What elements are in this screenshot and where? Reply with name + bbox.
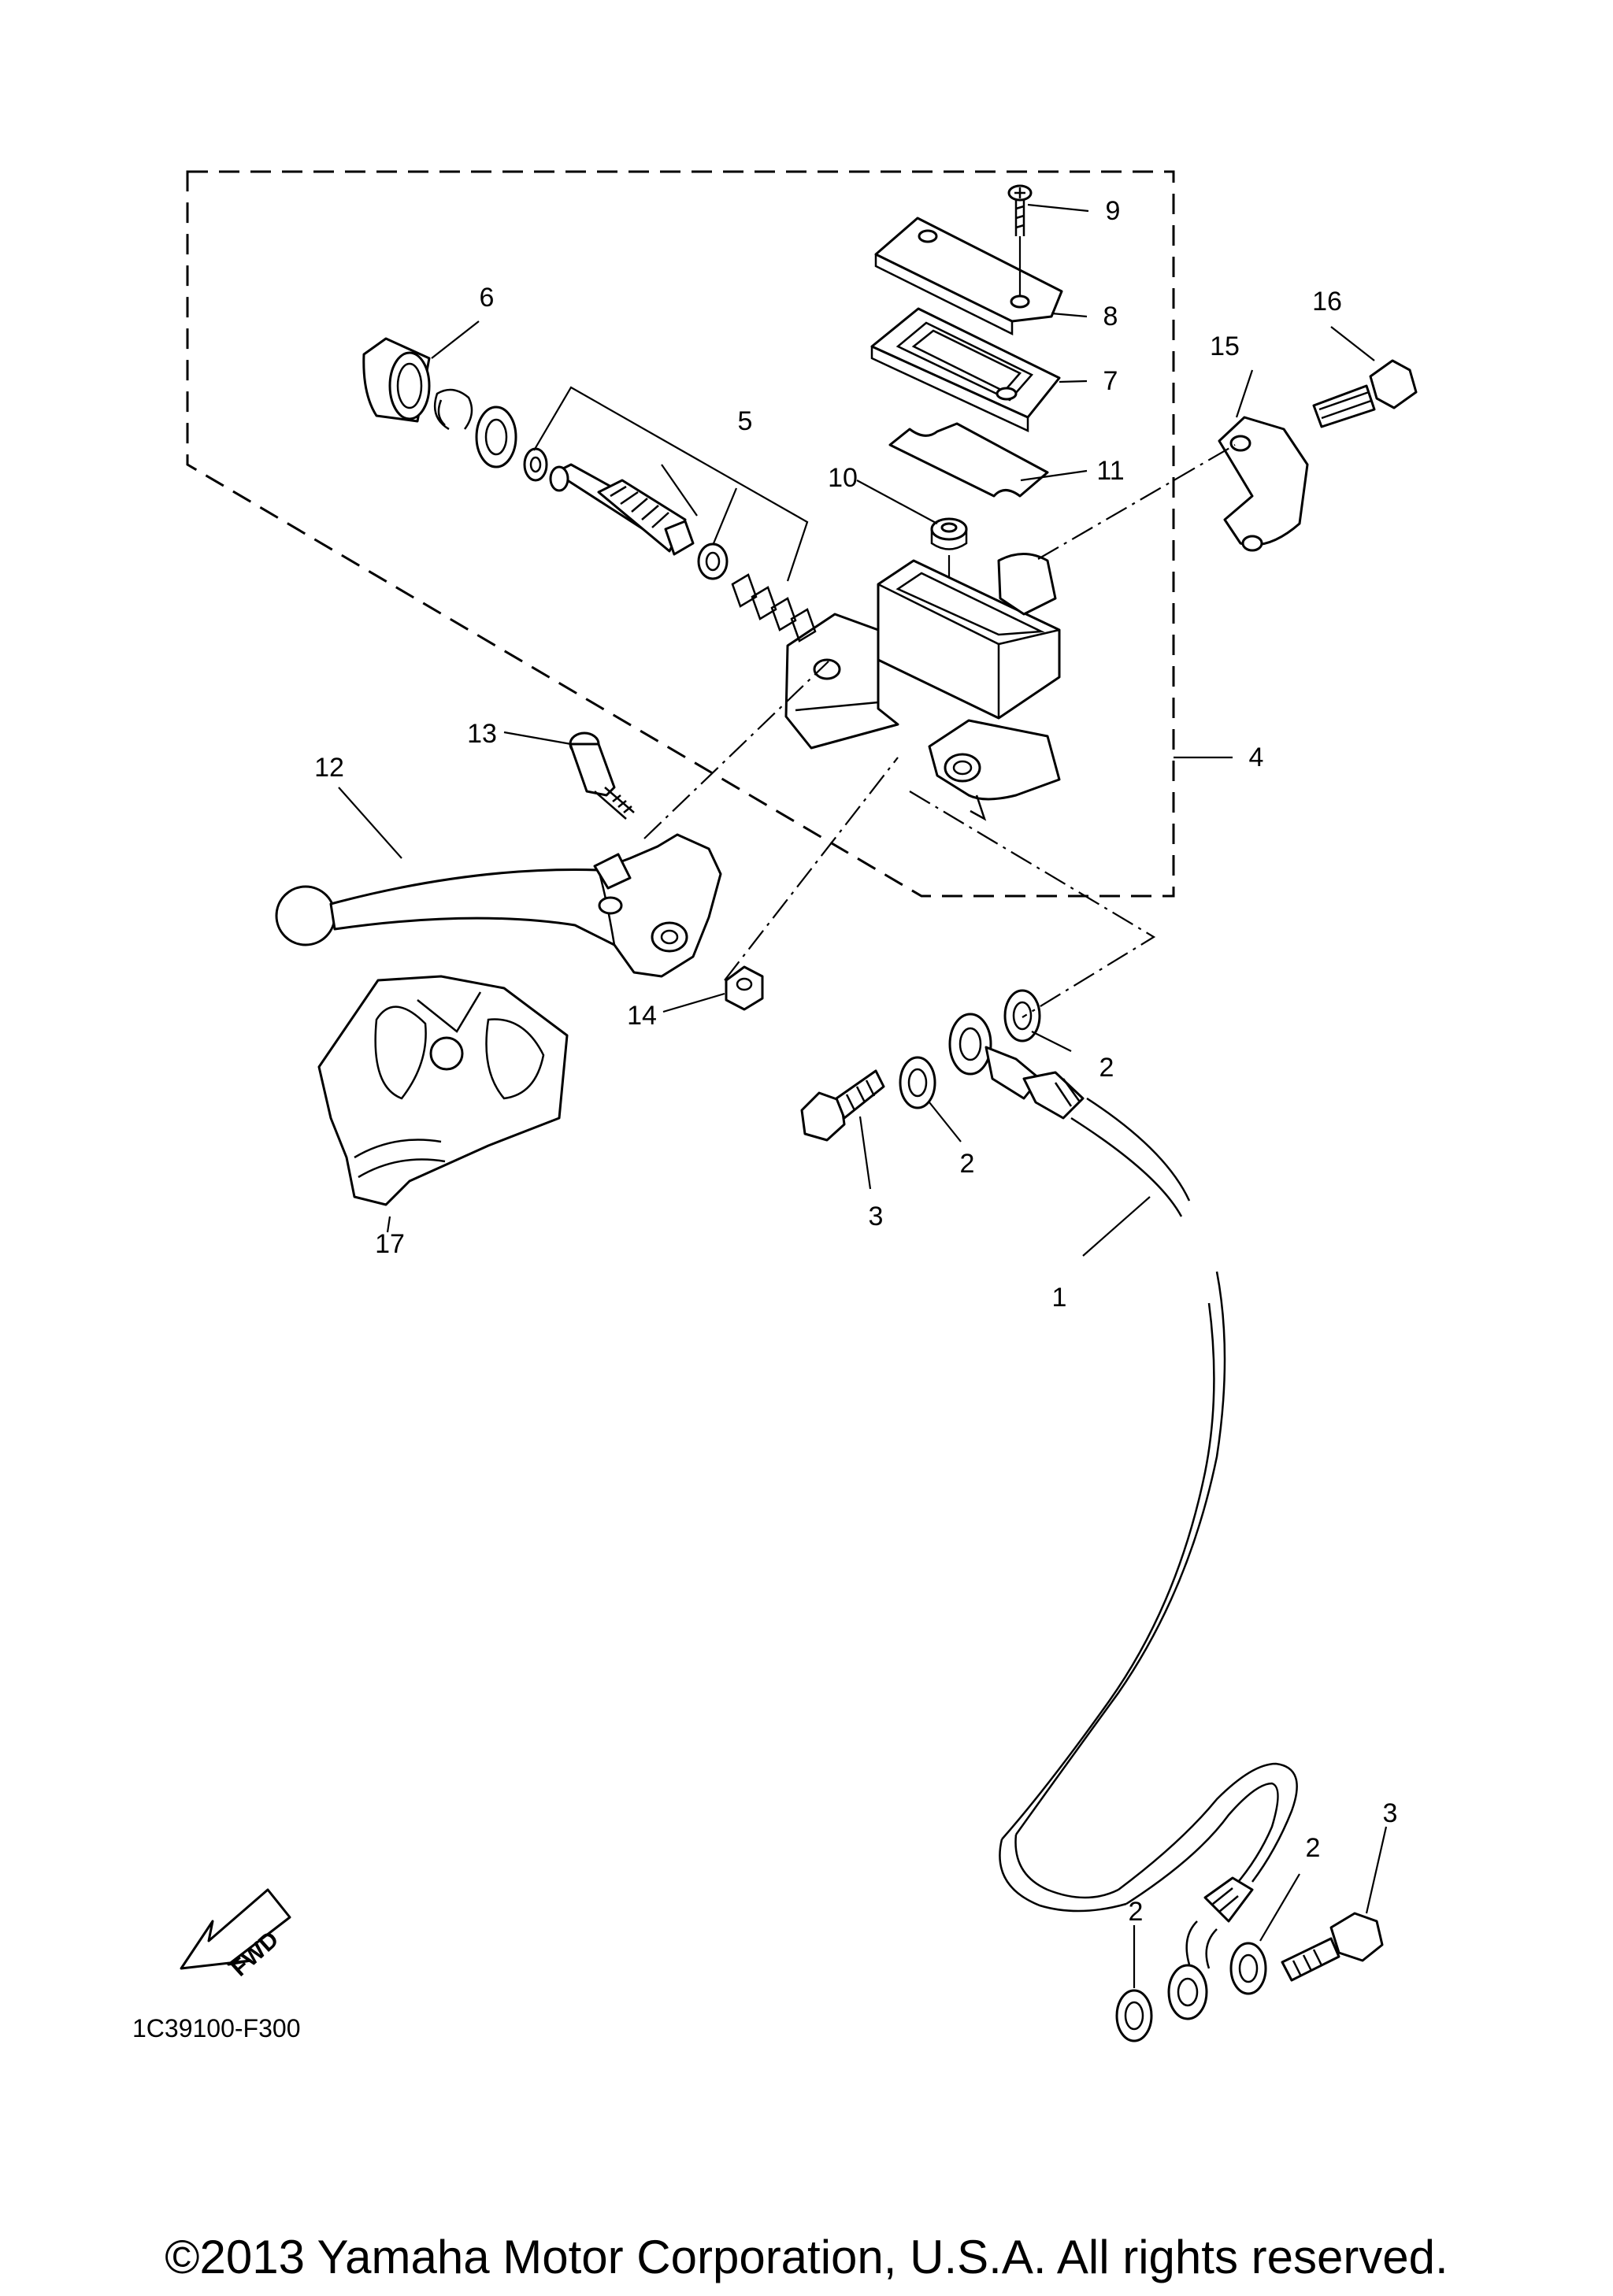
callout-9: 9	[1105, 196, 1121, 226]
callout-2-upper-right: 2	[1099, 1053, 1114, 1083]
part-circlip	[433, 388, 473, 431]
part-bolt-16	[1312, 359, 1418, 428]
callout-6: 6	[479, 283, 495, 313]
callout-17: 17	[375, 1229, 405, 1259]
callout-3-lower: 3	[1382, 1798, 1398, 1828]
part-nut-14	[725, 965, 764, 1011]
callout-7: 7	[1103, 366, 1118, 396]
alignment-lines	[643, 444, 1236, 1018]
part-switch-17	[317, 975, 569, 1206]
part-cover-8	[874, 217, 1063, 336]
part-piston-kit-5	[533, 386, 817, 643]
callout-14: 14	[627, 1001, 657, 1031]
assembly-boundary	[186, 170, 1175, 898]
callout-2-lower-left: 2	[1128, 1897, 1144, 1927]
diagram-code: 1C39100-F300	[132, 2014, 301, 2042]
part-brake-hose-1	[948, 1013, 1298, 2020]
callout-3-upper: 3	[868, 1202, 884, 1231]
copyright-notice: ©2013 Yamaha Motor Corporation, U.S.A. A…	[165, 2231, 1448, 2283]
callout-5: 5	[737, 406, 753, 436]
part-pivot-bolt-13	[569, 731, 635, 820]
callout-1: 1	[1051, 1283, 1067, 1313]
callout-12: 12	[314, 753, 344, 783]
callout-4: 4	[1248, 742, 1264, 772]
part-washer-2-upper-left	[899, 1056, 936, 1109]
callout-2-upper-left: 2	[959, 1149, 975, 1179]
part-boot-6	[362, 337, 431, 423]
part-washer-small	[523, 447, 548, 482]
part-seal-10	[930, 517, 968, 610]
part-screw-9	[1007, 184, 1033, 236]
part-banjo-bolt-3-lower	[1281, 1912, 1384, 1982]
leader-lines	[338, 203, 1388, 1988]
callout-8: 8	[1103, 302, 1118, 331]
part-plate-11	[888, 422, 1049, 498]
part-banjo-bolt-3-upper	[800, 1069, 885, 1142]
callout-13: 13	[467, 719, 497, 749]
fwd-arrow-icon	[180, 1888, 291, 1970]
callout-10: 10	[828, 463, 858, 493]
part-washer-2-lower-left	[1115, 1989, 1153, 2042]
callout-15: 15	[1210, 331, 1240, 361]
part-master-cylinder-4	[784, 553, 1061, 821]
callout-16: 16	[1312, 287, 1342, 317]
part-washer	[475, 406, 517, 468]
part-washer-2-upper-right	[1003, 989, 1041, 1042]
part-lever-12	[275, 833, 722, 978]
part-diaphragm-7	[870, 307, 1061, 432]
part-clamp-15	[1218, 416, 1309, 552]
part-washer-2-lower-right	[1229, 1942, 1267, 1995]
callout-2-lower-right: 2	[1305, 1833, 1321, 1863]
callout-11: 11	[1096, 456, 1125, 486]
